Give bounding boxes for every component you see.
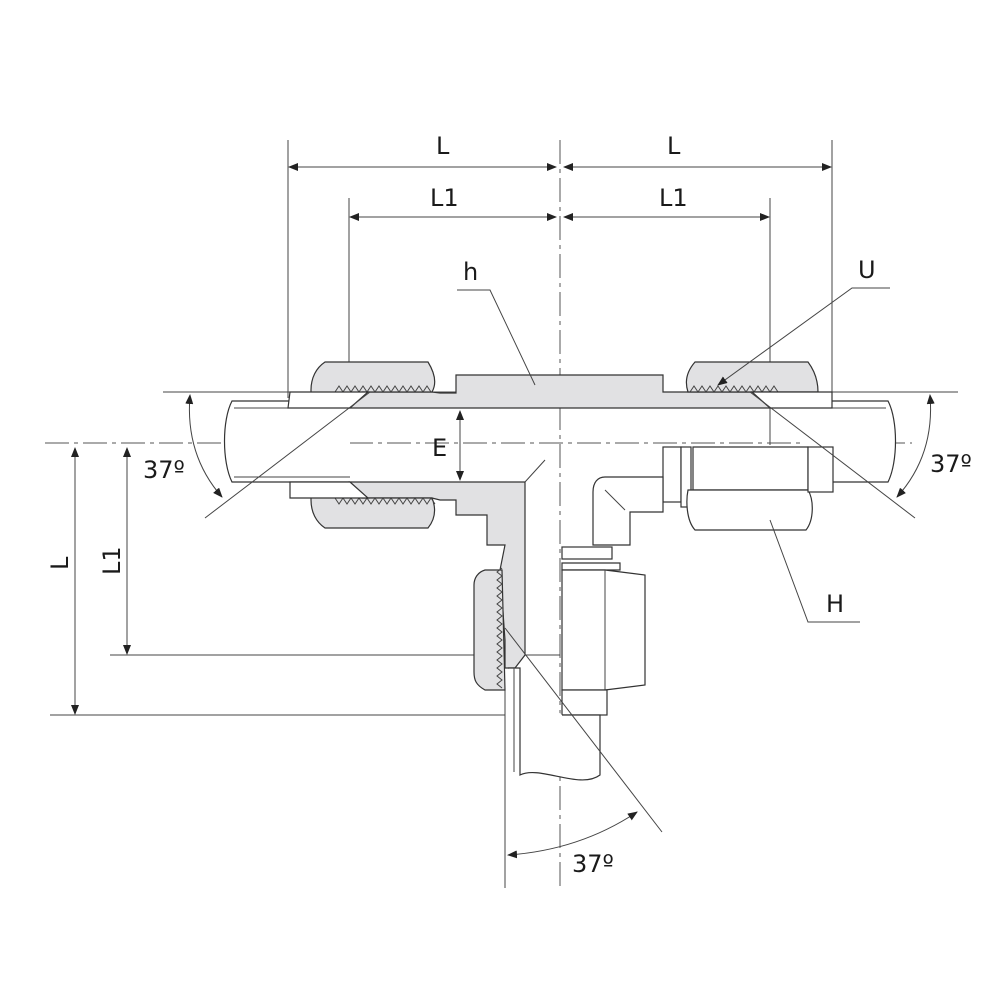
tee-body-section bbox=[348, 374, 772, 409]
label-L-left: L bbox=[436, 132, 450, 160]
label-angle-right: 37º bbox=[930, 450, 972, 478]
angle-bottom: 37º bbox=[504, 627, 663, 878]
label-L1-side: L1 bbox=[98, 546, 126, 575]
dimension-L-side: L L1 bbox=[46, 447, 131, 715]
label-h: h bbox=[463, 258, 478, 286]
leader-U bbox=[717, 287, 890, 386]
right-hex-nut bbox=[662, 446, 834, 531]
bottom-hex-nut bbox=[561, 546, 646, 691]
label-angle-bottom: 37º bbox=[572, 850, 614, 878]
label-L1-right: L1 bbox=[659, 184, 688, 212]
right-nut-thread bbox=[689, 385, 779, 393]
right-flare-sleeve bbox=[750, 391, 833, 409]
label-E: E bbox=[432, 434, 447, 462]
label-angle-left: 37º bbox=[143, 456, 185, 484]
label-L-right: L bbox=[667, 132, 681, 160]
bottom-left-nut bbox=[473, 569, 506, 691]
leader-h bbox=[457, 289, 536, 386]
right-nut-upper bbox=[685, 361, 819, 393]
elbow-detail bbox=[604, 489, 626, 511]
label-L1-left: L1 bbox=[430, 184, 459, 212]
label-L-side: L bbox=[46, 556, 74, 570]
dimension-L1-top: L1 L1 bbox=[349, 184, 770, 221]
label-H: H bbox=[826, 590, 844, 618]
leader-H bbox=[769, 519, 860, 623]
bottom-thread bbox=[496, 567, 503, 689]
angle-right: 37º bbox=[749, 391, 972, 519]
dimension-L-top: L L bbox=[288, 132, 832, 171]
chamfer-line bbox=[524, 459, 546, 483]
elbow-body bbox=[592, 476, 664, 546]
label-U: U bbox=[858, 256, 876, 284]
bottom-tube bbox=[508, 667, 608, 781]
left-flare-sleeve-lower bbox=[289, 481, 370, 499]
left-nut-thread-lower bbox=[334, 497, 436, 505]
left-tube bbox=[223, 400, 350, 483]
tee-body-lower-section bbox=[348, 481, 526, 669]
angle-left: 37º bbox=[143, 391, 371, 519]
